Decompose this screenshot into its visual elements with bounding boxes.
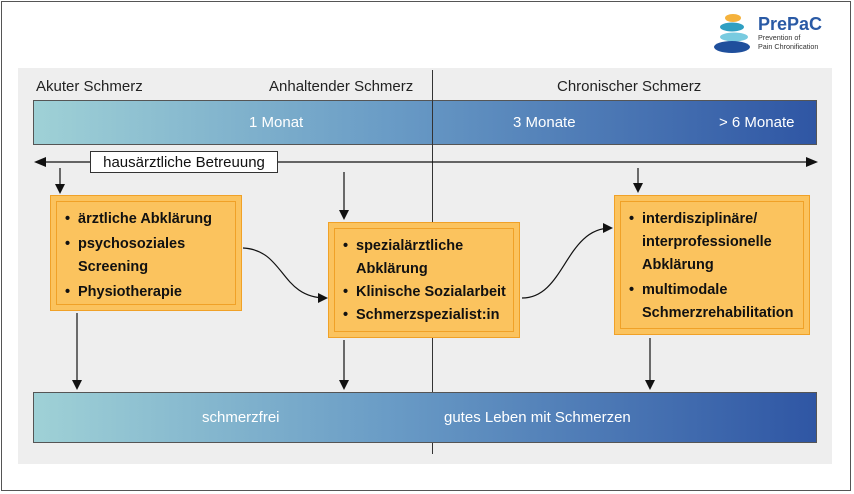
specialist-care-box: spezialärztliche Abklärung Klinische Soz… (328, 222, 520, 338)
list-item: Klinische Sozialarbeit (343, 281, 507, 304)
list-item: multimodale Schmerzrehabilitation (629, 279, 797, 325)
list-item: interdisziplinäre/ interprofessionelle A… (629, 208, 797, 277)
list-item: psychosoziales Screening (65, 233, 229, 279)
list-item: Physiotherapie (65, 281, 229, 304)
chronic-care-box: interdisziplinäre/ interprofessionelle A… (614, 195, 810, 335)
outcome-living-with-pain: gutes Leben mit Schmerzen (444, 409, 631, 426)
acute-care-box: ärztliche Abklärung psychosoziales Scree… (50, 195, 242, 311)
timeline-6-months: > 6 Monate (719, 114, 795, 131)
list-item: Schmerzspezialist:in (343, 304, 507, 327)
stacked-stones-icon (714, 14, 750, 53)
timeline-3-months: 3 Monate (513, 114, 576, 131)
outcome-pain-free: schmerzfrei (202, 409, 280, 426)
phase-persistent-label: Anhaltender Schmerz (269, 78, 414, 95)
logo-subtitle: Prevention of Pain Chronification (758, 33, 819, 51)
phase-acute-label: Akuter Schmerz (36, 78, 143, 95)
phase-chronic-label: Chronischer Schmerz (557, 78, 702, 95)
list-item: spezialärztliche Abklärung (343, 235, 507, 281)
list-item: ärztliche Abklärung (65, 208, 229, 231)
timeline-1-month: 1 Monat (249, 114, 304, 131)
gp-care-label: hausärztliche Betreuung (90, 151, 278, 173)
timeline-band: 1 Monat 3 Monate > 6 Monate (33, 100, 817, 145)
outcome-band: schmerzfrei gutes Leben mit Schmerzen (33, 392, 817, 443)
logo-title: PrePaC (758, 14, 823, 34)
